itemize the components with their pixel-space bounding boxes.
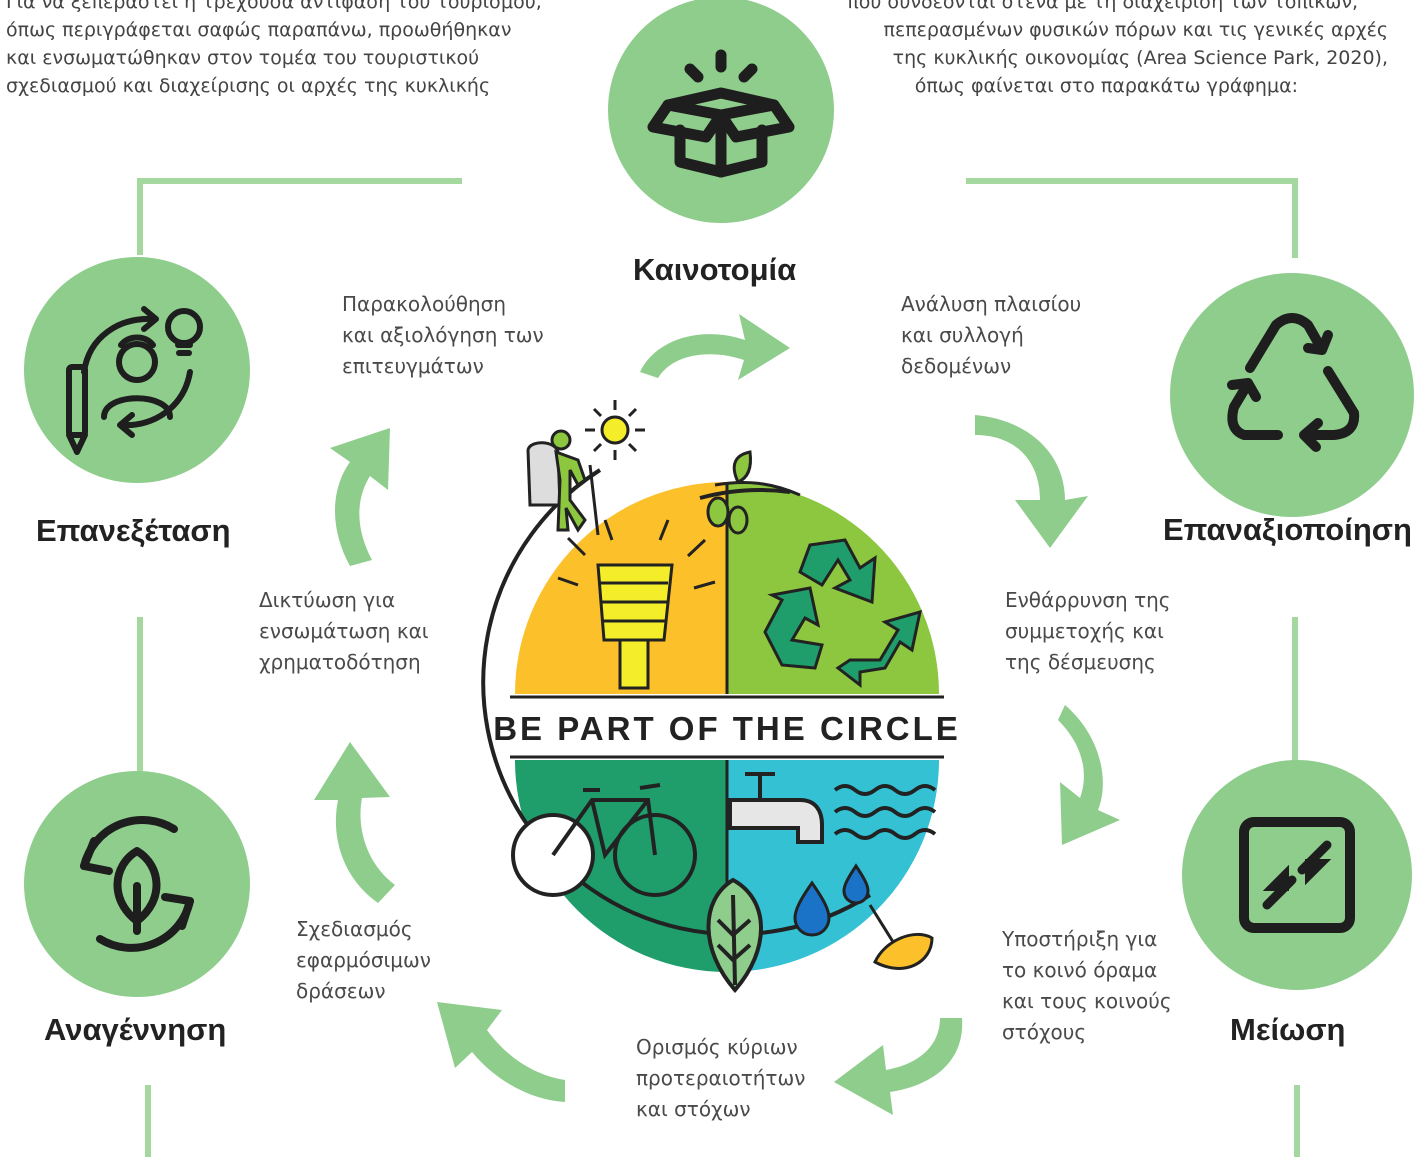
- cycle-arrow-bottom-left: [437, 1002, 565, 1102]
- step-line: της δέσμευσης: [1005, 650, 1156, 674]
- step-line: Δικτύωση για: [259, 588, 396, 612]
- connector-lines: [137, 178, 1300, 1157]
- intro-right-line: όπως φαίνεται στο παρακάτω γράφημα:: [914, 75, 1298, 97]
- intro-paragraph-left: Για να ξεπεραστεί η τρέχουσα αντίφαση το…: [6, 0, 616, 100]
- step-line: Σχεδιασμός: [296, 917, 413, 941]
- intro-right-line: της κυκλικής οικονομίας (Area Science Pa…: [892, 47, 1388, 69]
- step-line: Ορισμός κύριων: [636, 1035, 798, 1059]
- step-line: επιτευγμάτων: [342, 354, 484, 378]
- step-line: προτεραιοτήτων: [636, 1066, 806, 1090]
- intro-left-line: όπως περιγράφεται σαφώς παραπάνω, προωθή…: [6, 19, 512, 41]
- water-tap-icon: [728, 772, 824, 844]
- step-monitoring: Παρακολούθηση και αξιολόγηση των επιτευγ…: [342, 289, 544, 382]
- logo-quadrant-teal: [515, 760, 727, 972]
- olive-branch-icon: [706, 450, 801, 535]
- reduction-circle: [1182, 760, 1412, 990]
- step-line: και στόχων: [636, 1097, 751, 1121]
- connector-line-top-left: [137, 178, 462, 255]
- cycle-arrow-top: [640, 314, 790, 380]
- connector-line-top-right: [966, 178, 1298, 258]
- intro-left-line: σχεδιασμού και διαχείρισης οι αρχές της …: [6, 75, 491, 97]
- waves-icon: [833, 784, 937, 840]
- leaf-icon: [706, 877, 763, 994]
- principle-innovation: Καινοτομία: [633, 252, 797, 287]
- intro-right-line: πεπερασμένων φυσικών πόρων και τις γενικ…: [883, 19, 1388, 41]
- revalorization-circle: [1170, 273, 1414, 517]
- step-line: χρηματοδότηση: [259, 650, 421, 674]
- regeneration-circle: [24, 771, 250, 997]
- step-shared-vision: Υποστήριξη για το κοινό όραμα και τους κ…: [1002, 924, 1172, 1048]
- intro-right-line: που συνδέονται στενά με τη διαχείριση τω…: [847, 0, 1358, 13]
- step-line: Ανάλυση πλαισίου: [901, 292, 1082, 316]
- cycle-arrow-bottom-right: [834, 1018, 963, 1115]
- water-drops-icon: [793, 863, 870, 937]
- logo-text: BE PART OF THE CIRCLE: [493, 710, 961, 747]
- cycle-arrow-left-1: [314, 742, 395, 903]
- sun-icon: [585, 400, 645, 460]
- step-engagement: Ενθάρρυνση της συμμετοχής και της δέσμευ…: [1005, 585, 1171, 678]
- step-line: ενσωμάτωση και: [259, 619, 429, 643]
- step-line: και αξιολόγηση των: [342, 323, 544, 347]
- bicycle-icon: [511, 783, 697, 897]
- step-context-analysis: Ανάλυση πλαισίου και συλλογή δεδομένων: [901, 289, 1081, 382]
- recycle-arrows-icon: [1227, 313, 1360, 452]
- step-line: και συλλογή: [901, 323, 1024, 347]
- box-icon: [647, 49, 795, 178]
- intro-left-line: και ενσωματώθηκαν στον τομέα του τουριστ…: [6, 47, 480, 69]
- step-line: δράσεων: [296, 979, 386, 1003]
- principle-reduction: Μείωση: [1230, 1012, 1346, 1047]
- person-ideas-icon: [66, 306, 203, 455]
- step-networking: Δικτύωση για ενσωμάτωση και χρηματοδότησ…: [259, 585, 429, 678]
- step-line: το κοινό όραμα: [1002, 958, 1158, 982]
- cycle-arrow-right-2: [1058, 705, 1120, 845]
- review-circle: [24, 257, 250, 483]
- cycle-arrows: [314, 314, 1120, 1115]
- recycle-icon: [763, 538, 922, 689]
- orange-slice-icon: [868, 904, 934, 970]
- step-line: και τους κοινούς: [1002, 989, 1172, 1013]
- cycle-arrow-left-2: [330, 428, 390, 566]
- lightbulb-icon: [557, 519, 716, 690]
- step-line: στόχους: [1002, 1020, 1087, 1044]
- innovation-circle: [608, 0, 834, 223]
- intro-paragraph-right: που συνδέονται στενά με τη διαχείριση τω…: [770, 0, 1410, 100]
- step-line: Υποστήριξη για: [1002, 927, 1158, 951]
- step-line: εφαρμόσιμων: [296, 948, 431, 972]
- principle-revalorization: Επαναξιοποίηση: [1163, 512, 1412, 547]
- cycle-arrow-right-1: [975, 415, 1088, 548]
- step-priorities: Ορισμός κύριων προτεραιοτήτων και στόχων: [636, 1032, 805, 1125]
- step-line: Παρακολούθηση: [342, 292, 507, 316]
- principle-review: Επανεξέταση: [36, 513, 231, 548]
- minimize-icon: [1239, 817, 1355, 933]
- intro-left-line: Για να ξεπεραστεί η τρέχουσα αντίφαση το…: [6, 0, 542, 13]
- step-line: συμμετοχής και: [1005, 619, 1164, 643]
- step-action-planning: Σχεδιασμός εφαρμόσιμων δράσεων: [296, 914, 431, 1007]
- hiker-icon: [526, 429, 600, 536]
- principle-regeneration: Αναγέννηση: [44, 1012, 227, 1047]
- logo-top-arc: [699, 488, 791, 500]
- be-part-of-the-circle-logo: BE PART OF THE CIRCLE: [481, 400, 961, 994]
- step-line: δεδομένων: [901, 354, 1012, 378]
- leaf-cycle-icon: [80, 816, 194, 952]
- step-line: Ενθάρρυνση της: [1005, 588, 1171, 612]
